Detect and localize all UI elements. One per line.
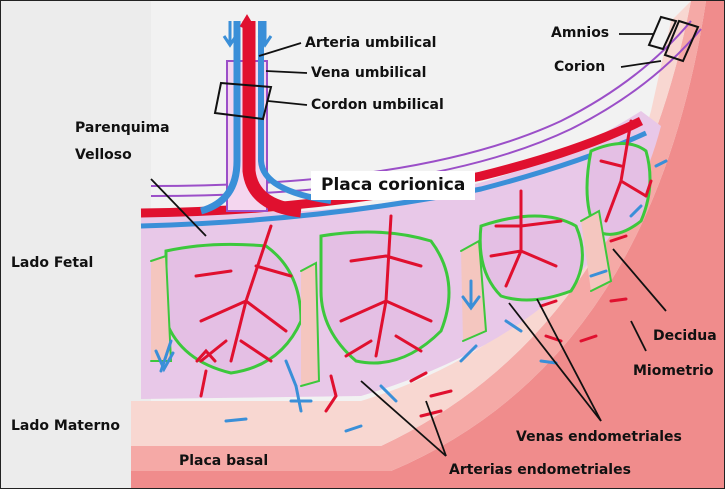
label-lado-fetal: Lado Fetal bbox=[11, 256, 93, 270]
label-velloso: Velloso bbox=[75, 148, 132, 162]
label-placa-basal: Placa basal bbox=[179, 454, 268, 468]
label-arterias-endometriales: Arterias endometriales bbox=[449, 463, 631, 477]
label-venas-endometriales: Venas endometriales bbox=[516, 430, 682, 444]
label-vena-umbilical: Vena umbilical bbox=[311, 66, 426, 80]
label-parenquima: Parenquima bbox=[75, 121, 170, 135]
label-corion: Corion bbox=[554, 60, 605, 74]
label-cordon-umbilical: Cordon umbilical bbox=[311, 98, 444, 112]
label-decidua: Decidua bbox=[653, 329, 717, 343]
label-amnios: Amnios bbox=[551, 26, 609, 40]
label-arteria-umbilical: Arteria umbilical bbox=[305, 36, 436, 50]
label-lado-materno: Lado Materno bbox=[11, 419, 120, 433]
label-placa-corionica: Placa corionica bbox=[311, 171, 475, 200]
label-miometrio: Miometrio bbox=[633, 364, 713, 378]
